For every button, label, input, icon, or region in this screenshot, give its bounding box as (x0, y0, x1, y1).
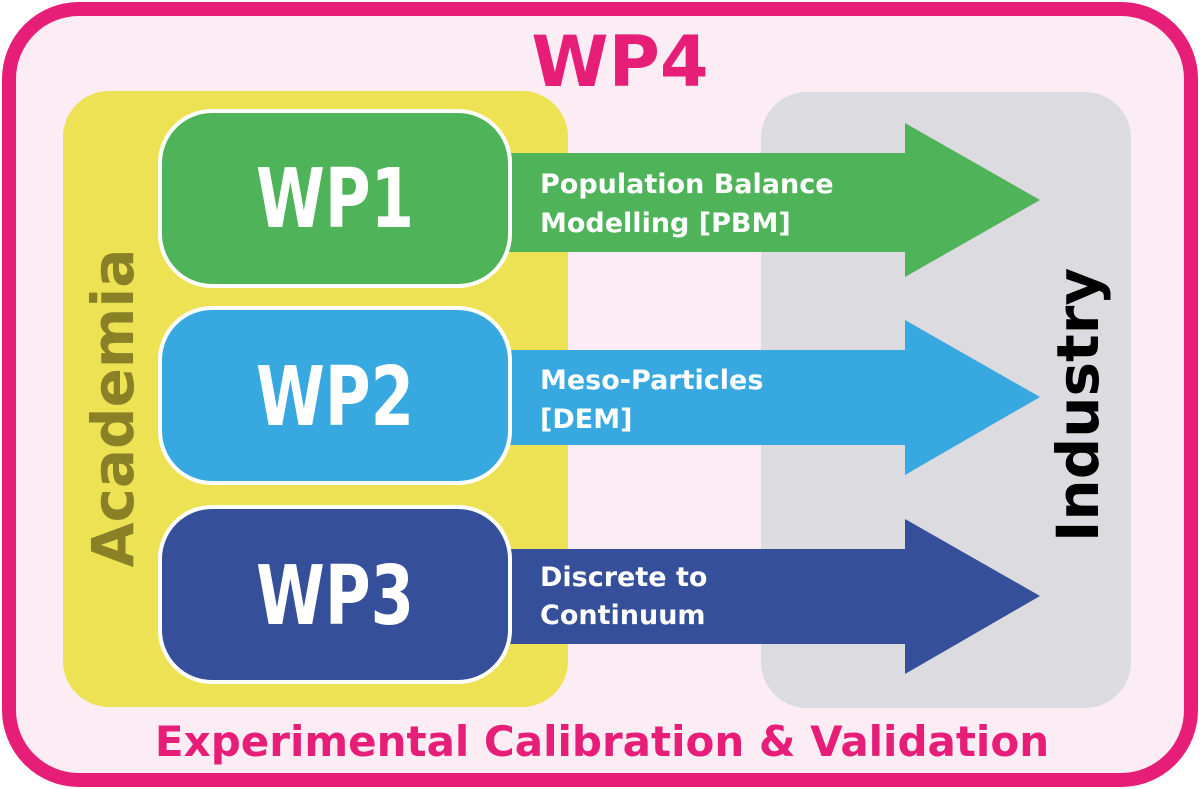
wp1-arrow-line2: Modelling [PBM] (540, 208, 791, 239)
wp2-arrow-line1: Meso-Particles (540, 365, 763, 396)
wp1-label: WP1 (256, 152, 414, 247)
wp3-arrow (505, 519, 1040, 674)
diagram-title: WP4 (531, 21, 708, 103)
wp3-arrow-line1: Discrete to (540, 562, 707, 593)
wp3-arrow-line2: Continuum (540, 600, 706, 631)
wp3-label: WP3 (256, 549, 414, 644)
wp2-label: WP2 (256, 350, 414, 445)
wp1-arrow-line1: Population Balance (540, 169, 834, 200)
diagram-footer: Experimental Calibration & Validation (155, 717, 1049, 766)
wp1-box (158, 109, 512, 288)
wp2-arrow-line2: [DEM] (540, 404, 632, 435)
wp2-box (158, 306, 512, 485)
wp2-arrow (505, 320, 1040, 475)
wp3-box (158, 505, 512, 684)
industry-label: Industry (1044, 268, 1112, 542)
academia-label: Academia (79, 249, 147, 568)
wp1-arrow (505, 123, 1040, 277)
